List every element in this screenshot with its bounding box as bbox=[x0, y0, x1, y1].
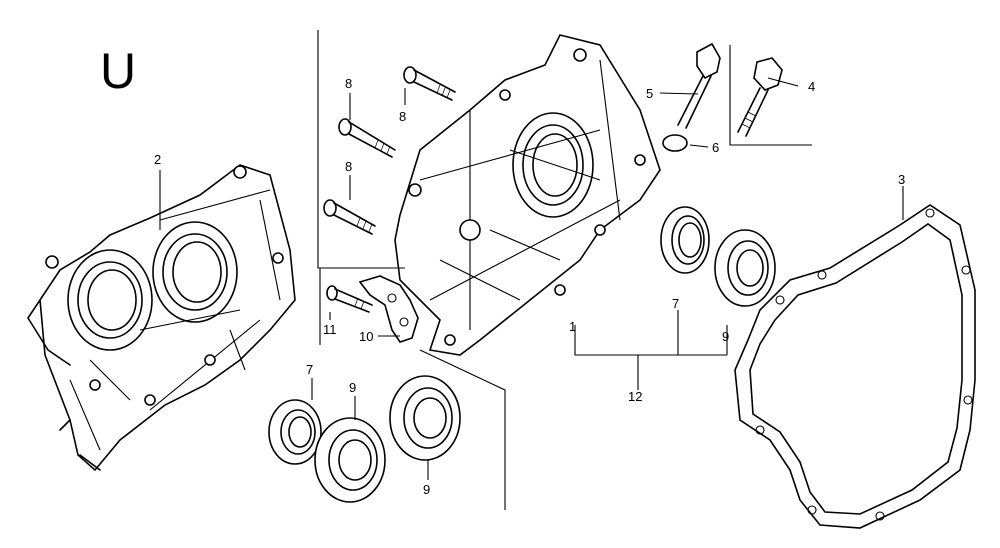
callout-11: 11 bbox=[323, 322, 337, 337]
callout-8-b: 8 bbox=[399, 109, 406, 124]
callout-2: 2 bbox=[154, 152, 161, 167]
bolt-8-a bbox=[403, 66, 456, 101]
dipstick-5 bbox=[677, 42, 721, 129]
callout-10: 10 bbox=[359, 329, 373, 344]
callout-12: 12 bbox=[628, 389, 642, 404]
section-letter: U bbox=[100, 43, 136, 99]
bolt-11 bbox=[326, 285, 373, 313]
callout-3: 3 bbox=[898, 172, 905, 187]
callout-5: 5 bbox=[646, 86, 653, 101]
oil-seal-7-right bbox=[660, 206, 710, 274]
bracket-10 bbox=[358, 275, 419, 343]
callout-9-left-a: 9 bbox=[349, 380, 356, 395]
dipstick-4 bbox=[737, 57, 783, 137]
frame-left bbox=[317, 30, 321, 345]
o-ring-6 bbox=[662, 134, 688, 152]
callout-7-left: 7 bbox=[306, 362, 313, 377]
frame-diagonal bbox=[419, 349, 506, 510]
callout-1: 1 bbox=[569, 319, 576, 334]
callout-4: 4 bbox=[808, 79, 815, 94]
callout-9-left-b: 9 bbox=[423, 482, 430, 497]
leader-lines bbox=[159, 77, 904, 480]
gasket-3 bbox=[734, 204, 976, 529]
callout-6: 6 bbox=[712, 140, 719, 155]
bearing-9-left-b bbox=[389, 375, 461, 461]
bearing-9-right bbox=[714, 229, 776, 307]
callout-9-right: 9 bbox=[722, 329, 729, 344]
frame-4 bbox=[729, 45, 812, 146]
crankcase-cover-left bbox=[27, 164, 296, 472]
crankcase-cover-center bbox=[394, 34, 661, 356]
callout-7-right: 7 bbox=[672, 296, 679, 311]
oil-seal-7-left bbox=[268, 399, 322, 465]
bolt-8-b bbox=[338, 118, 396, 158]
bolt-8-c bbox=[323, 199, 376, 235]
callout-8-a: 8 bbox=[345, 76, 352, 91]
bearing-9-left-a bbox=[314, 417, 386, 503]
callout-8-c: 8 bbox=[345, 159, 352, 174]
